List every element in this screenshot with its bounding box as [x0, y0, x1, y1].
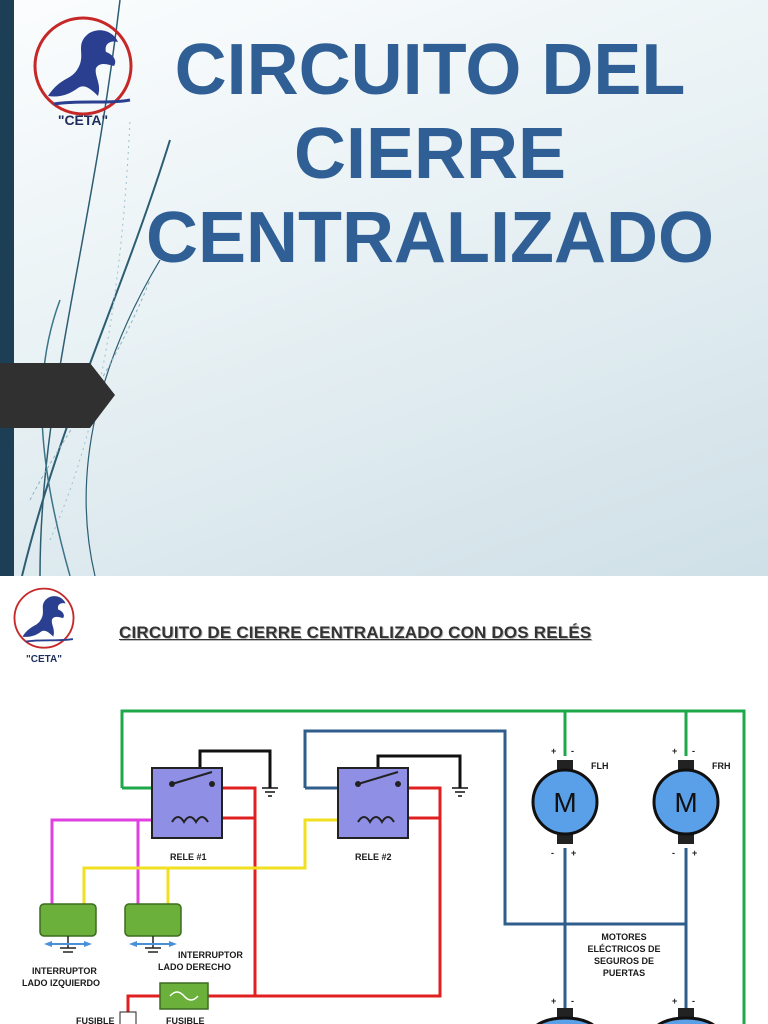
relay-1-label: RELE #1: [170, 852, 207, 862]
plus-mark: +: [551, 996, 556, 1006]
switch-right-label-1: INTERRUPTOR: [178, 950, 243, 960]
motor-frh-letter: M: [674, 787, 697, 818]
title-slide: "CETA" CIRCUITO DEL CIERRE CENTRALIZADO: [0, 0, 768, 576]
motors-label-4: PUERTAS: [603, 968, 645, 978]
motor-rlh-partial: [536, 1008, 594, 1024]
motors-label-1: MOTORES: [601, 932, 646, 942]
switch-left-label-1: INTERRUPTOR: [32, 966, 97, 976]
minus-mark: -: [692, 746, 695, 756]
switch-left: [39, 903, 97, 953]
logo-caption: "CETA": [26, 654, 62, 665]
fuse-left-label: FUSIBLE: [76, 1016, 115, 1024]
relay-2-label: RELE #2: [355, 852, 392, 862]
minus-mark: -: [551, 848, 554, 858]
ground-icon: [262, 787, 468, 797]
ground-wire-2: [376, 754, 462, 788]
switch-right-label-2: LADO DERECHO: [158, 962, 231, 972]
plus-mark: +: [692, 848, 697, 858]
motor-flh-label: FLH: [591, 761, 609, 771]
minus-mark: -: [692, 996, 695, 1006]
plus-mark: +: [551, 746, 556, 756]
title-line-3: CENTRALIZADO: [146, 198, 714, 278]
switch-left-label-2: LADO IZQUIERDO: [22, 978, 100, 988]
motor-rrh-partial: [657, 1008, 715, 1024]
motors-label-2: ELÉCTRICOS DE: [587, 944, 660, 954]
ground-wire-1: [198, 749, 272, 788]
minus-mark: -: [571, 996, 574, 1006]
title-line-2: CIERRE: [293, 114, 567, 194]
red-wire-3: [255, 786, 442, 998]
yellow-wire: [82, 818, 338, 906]
plus-mark: +: [571, 848, 576, 858]
motor-flh-letter: M: [553, 787, 576, 818]
fuse-label: FUSIBLE: [166, 1016, 205, 1024]
motors-label-3: SEGUROS DE: [594, 956, 654, 966]
green-wire: [120, 709, 746, 1024]
ceta-logo: "CETA": [18, 4, 148, 134]
plus-mark: +: [672, 996, 677, 1006]
arrow-shape: [0, 363, 115, 428]
minus-mark: -: [571, 746, 574, 756]
red-wire-1: [208, 786, 257, 998]
motor-flh: M: [531, 760, 599, 844]
minus-mark: -: [672, 848, 675, 858]
circuit-slide: "CETA" CIRCUITO DE CIERRE CENTRALIZADO C…: [0, 576, 768, 1024]
horse-logo-icon: [33, 16, 133, 116]
wiring-diagram: RELE #1 RELE #2 INTERRUPTOR LADO I: [22, 709, 746, 1024]
motor-frh: M: [652, 760, 720, 844]
fuse-box-icon: [119, 1011, 137, 1024]
fuse-icon: [159, 982, 209, 1010]
circuit-heading: CIRCUITO DE CIERRE CENTRALIZADO CON DOS …: [119, 623, 592, 642]
magenta-wire: [50, 818, 152, 906]
slide-title: CIRCUITO DEL CIERRE CENTRALIZADO: [100, 28, 760, 280]
motor-frh-label: FRH: [712, 761, 731, 771]
switch-right: [124, 903, 182, 953]
ceta-logo: "CETA": [4, 580, 84, 670]
title-line-1: CIRCUITO DEL: [174, 30, 686, 110]
relay-2: [337, 767, 409, 839]
left-accent-bar: [0, 0, 14, 576]
plus-mark: +: [672, 746, 677, 756]
logo-caption: "CETA": [57, 112, 109, 128]
relay-1: [151, 767, 223, 839]
horse-logo-icon: [13, 587, 75, 649]
